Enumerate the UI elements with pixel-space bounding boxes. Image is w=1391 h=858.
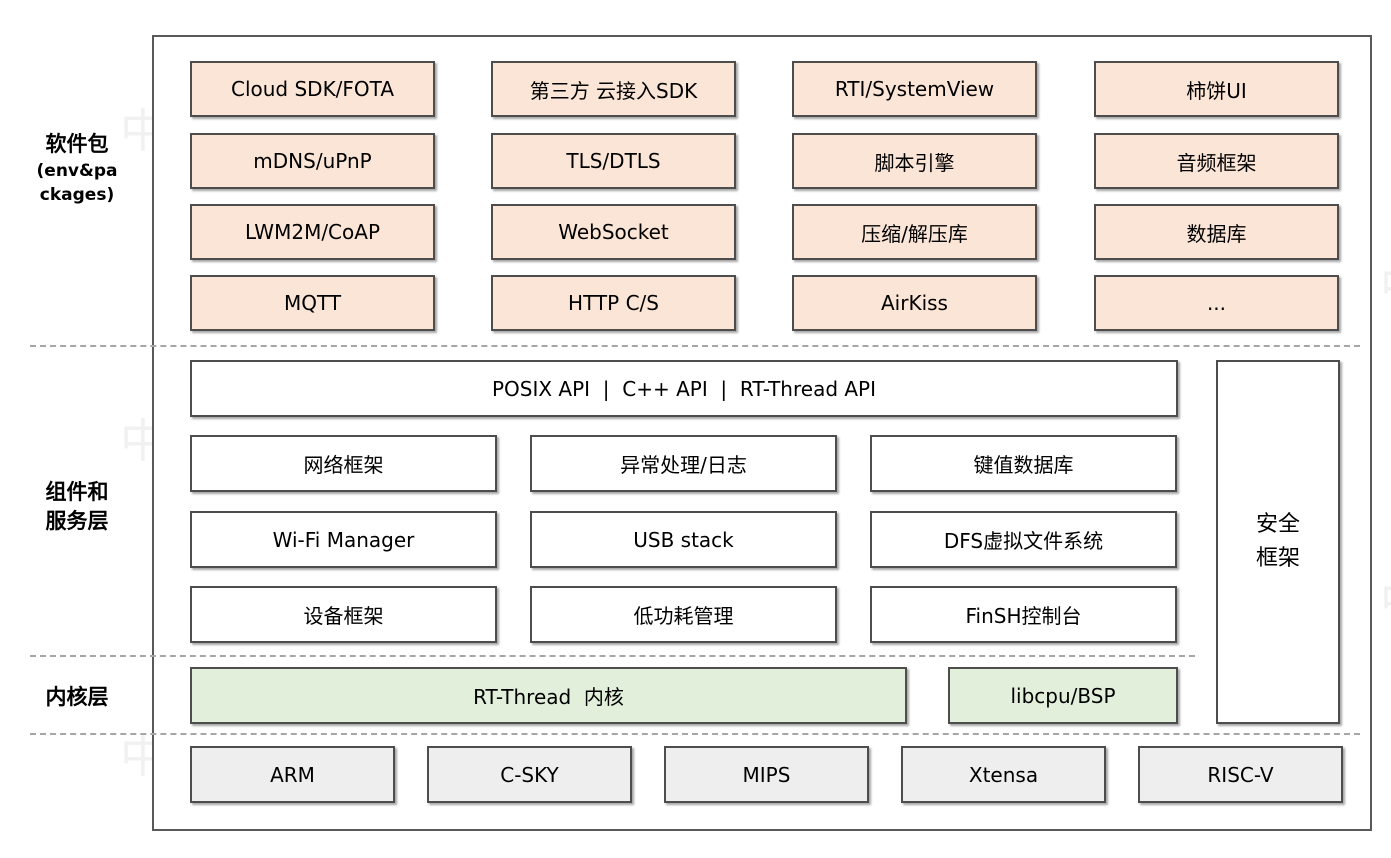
service-box: Wi-Fi Manager xyxy=(190,511,497,568)
package-box: Cloud SDK/FOTA xyxy=(190,61,435,117)
separator-services xyxy=(30,655,1195,657)
api-bar: POSIX API | C++ API | RT-Thread API xyxy=(190,360,1178,417)
package-box: LWM2M/CoAP xyxy=(190,204,435,260)
security-line1: 安全 xyxy=(1255,512,1300,537)
arch-box: MIPS xyxy=(664,746,869,803)
service-box: DFS虚拟文件系统 xyxy=(870,511,1177,568)
kernel-core-box: RT-Thread 内核 xyxy=(190,667,907,724)
package-box: 第三方 云接入SDK xyxy=(491,61,736,117)
layer-label-packages: 软件包 (env&pa ckages) xyxy=(22,130,132,207)
arch-box: C-SKY xyxy=(427,746,632,803)
layer-label-components: 组件和 服务层 xyxy=(22,478,132,536)
package-box: AirKiss xyxy=(792,275,1037,331)
service-box: 网络框架 xyxy=(190,435,497,492)
package-box: mDNS/uPnP xyxy=(190,133,435,189)
arch-box: ARM xyxy=(190,746,395,803)
package-box: 脚本引擎 xyxy=(792,133,1037,189)
service-box: 低功耗管理 xyxy=(530,586,837,643)
arch-box: Xtensa xyxy=(901,746,1106,803)
service-box: USB stack xyxy=(530,511,837,568)
service-box: FinSH控制台 xyxy=(870,586,1177,643)
layer-label-kernel: 内核层 xyxy=(22,683,132,712)
package-box: MQTT xyxy=(190,275,435,331)
arch-box: RISC-V xyxy=(1138,746,1343,803)
package-box: 压缩/解压库 xyxy=(792,204,1037,260)
package-box: WebSocket xyxy=(491,204,736,260)
layer-label-packages-line1: 软件包 xyxy=(45,132,109,156)
package-box: ... xyxy=(1094,275,1339,331)
package-box: 数据库 xyxy=(1094,204,1339,260)
package-box: HTTP C/S xyxy=(491,275,736,331)
service-box: 键值数据库 xyxy=(870,435,1177,492)
layer-label-packages-line3: ckages) xyxy=(39,185,115,205)
package-box: 柿饼UI xyxy=(1094,61,1339,117)
separator-packages xyxy=(30,345,1360,347)
kernel-bsp-box: libcpu/BSP xyxy=(948,667,1178,724)
package-box: RTI/SystemView xyxy=(792,61,1037,117)
service-box: 异常处理/日志 xyxy=(530,435,837,492)
watermark-text: 中智讯 xyxy=(1380,565,1391,631)
layer-label-components-line2: 服务层 xyxy=(45,509,109,533)
separator-kernel xyxy=(30,733,1360,735)
service-box: 设备框架 xyxy=(190,586,497,643)
security-line2: 框架 xyxy=(1255,546,1300,571)
package-box: TLS/DTLS xyxy=(491,133,736,189)
layer-label-components-line1: 组件和 xyxy=(45,480,109,504)
layer-label-packages-line2: (env&pa xyxy=(36,161,118,181)
watermark-text: 中智讯 xyxy=(1380,250,1391,316)
security-framework-box: 安全 框架 xyxy=(1216,360,1340,724)
layer-label-kernel-text: 内核层 xyxy=(45,685,109,709)
package-box: 音频框架 xyxy=(1094,133,1339,189)
